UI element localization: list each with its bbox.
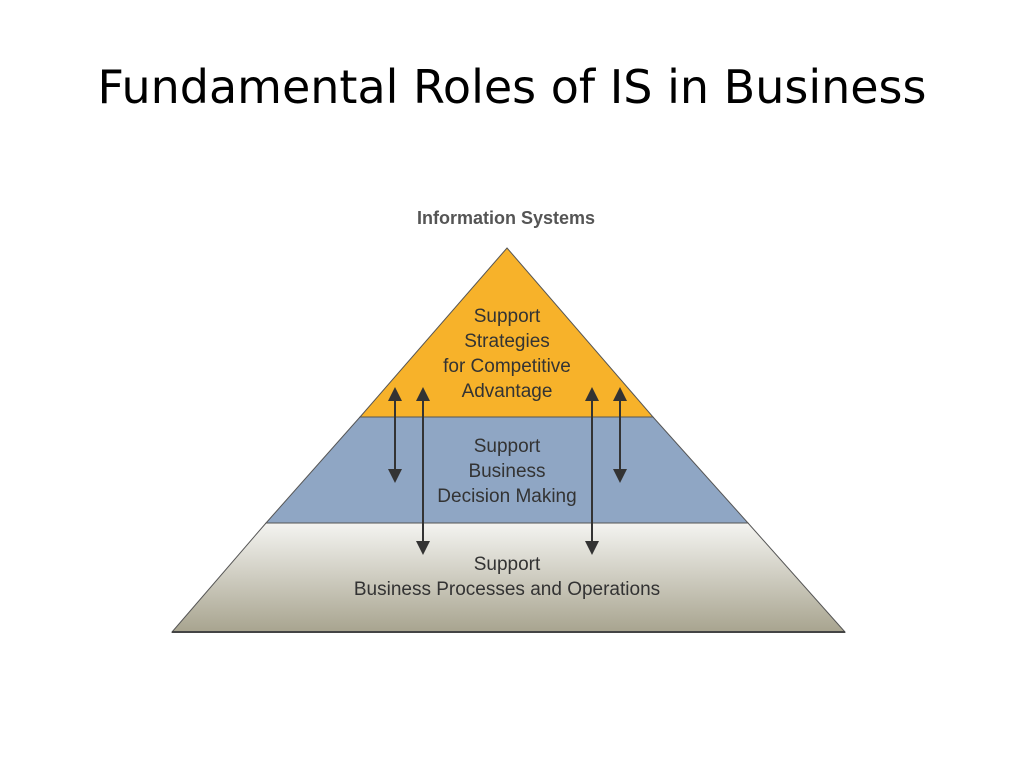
tier-bottom-line-2: Business Processes and Operations	[354, 579, 660, 600]
tier-middle-line-1: Support	[474, 436, 541, 457]
tier-top-line-3: for Competitive	[443, 356, 571, 377]
tier-top-line-4: Advantage	[462, 381, 553, 402]
tier-middle-line-3: Decision Making	[437, 486, 576, 507]
pyramid-tier-bottom	[170, 522, 847, 633]
tier-bottom-line-1: Support	[474, 554, 541, 575]
tier-middle-label: Support Business Decision Making	[437, 436, 576, 507]
slide-title: Fundamental Roles of IS in Business	[97, 60, 927, 114]
pyramid-tier-top	[358, 247, 655, 418]
tier-bottom-label: Support Business Processes and Operation…	[354, 554, 660, 600]
tier-top-line-2: Strategies	[464, 331, 550, 352]
tier-top-label: Support Strategies for Competitive Advan…	[443, 306, 571, 402]
diagram-header: Information Systems	[417, 208, 595, 228]
tier-top-line-1: Support	[474, 306, 541, 327]
tier-middle-line-2: Business	[468, 461, 545, 482]
